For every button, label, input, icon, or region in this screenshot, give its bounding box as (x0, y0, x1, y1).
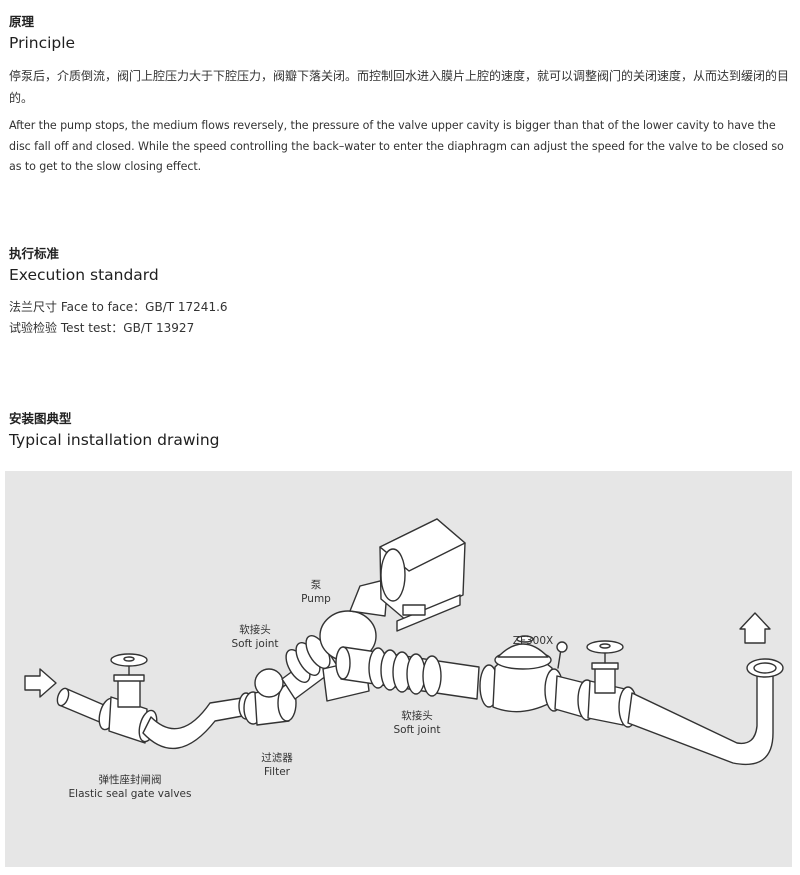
soft-joint-2-label-cn: 软接头 (401, 709, 433, 722)
install-title-cn: 安装图典型 (9, 411, 72, 426)
soft-joint-2 (368, 647, 442, 697)
soft-joint-2-label-en: Soft joint (393, 724, 440, 736)
zf300x-check-valve (479, 635, 568, 713)
principle-title-en: Principle (9, 34, 76, 52)
soft-joint-1-label-cn: 软接头 (239, 623, 271, 636)
principle-title-cn: 原理 (9, 14, 35, 29)
pump-label-en: Pump (301, 593, 331, 605)
filter-label-cn: 过滤器 (261, 751, 293, 764)
standard-list: 法兰尺寸 Face to face：GB/T 17241.6 试验检验 Test… (9, 297, 795, 339)
face-to-face-standard: 法兰尺寸 Face to face：GB/T 17241.6 (9, 300, 228, 314)
installation-drawing-svg: 泵 Pump 软接头 Soft joint ZF300X 软接头 Soft jo… (24, 518, 784, 800)
principle-body-cn: 停泵后，介质倒流，阀门上腔压力大于下腔压力，阀瓣下落关闭。而控制回水进入膜片上腔… (9, 69, 790, 105)
outlet-pipe-riser (627, 670, 774, 765)
standard-title-cn: 执行标准 (9, 246, 60, 261)
zf300x-label: ZF300X (513, 635, 553, 647)
inlet-arrow-icon (24, 668, 57, 698)
soft-joint-1-label-en: Soft joint (231, 638, 278, 650)
standard-section: 执行标准 Execution standard 法兰尺寸 Face to fac… (9, 246, 795, 339)
filter-label-en: Filter (264, 766, 291, 778)
gate-valve-1 (98, 653, 158, 744)
pump (319, 518, 466, 702)
gate-valves-label-en: Elastic seal gate valves (69, 788, 192, 800)
outlet-arrow-icon (739, 612, 771, 644)
principle-section: 原理 Principle 停泵后，介质倒流，阀门上腔压力大于下腔压力，阀瓣下落关… (9, 14, 795, 178)
principle-body-en: After the pump stops, the medium flows r… (9, 119, 784, 173)
inlet-pipe-end (56, 687, 70, 707)
soft-joint-1 (285, 635, 331, 683)
gate-valves-label-cn: 弹性座封闸阀 (99, 773, 162, 786)
pump-label-cn: 泵 (311, 579, 322, 591)
install-section: 安装图典型 Typical installation drawing (9, 411, 795, 450)
gate-valve-2 (577, 640, 638, 728)
installation-drawing: 泵 Pump 软接头 Soft joint ZF300X 软接头 Soft jo… (5, 471, 792, 867)
zf300x-indicator-icon (556, 641, 568, 653)
standard-title-en: Execution standard (9, 266, 159, 284)
test-standard: 试验检验 Test test：GB/T 13927 (9, 321, 195, 335)
lower-pipe-run (142, 696, 249, 750)
install-title-en: Typical installation drawing (9, 431, 220, 449)
